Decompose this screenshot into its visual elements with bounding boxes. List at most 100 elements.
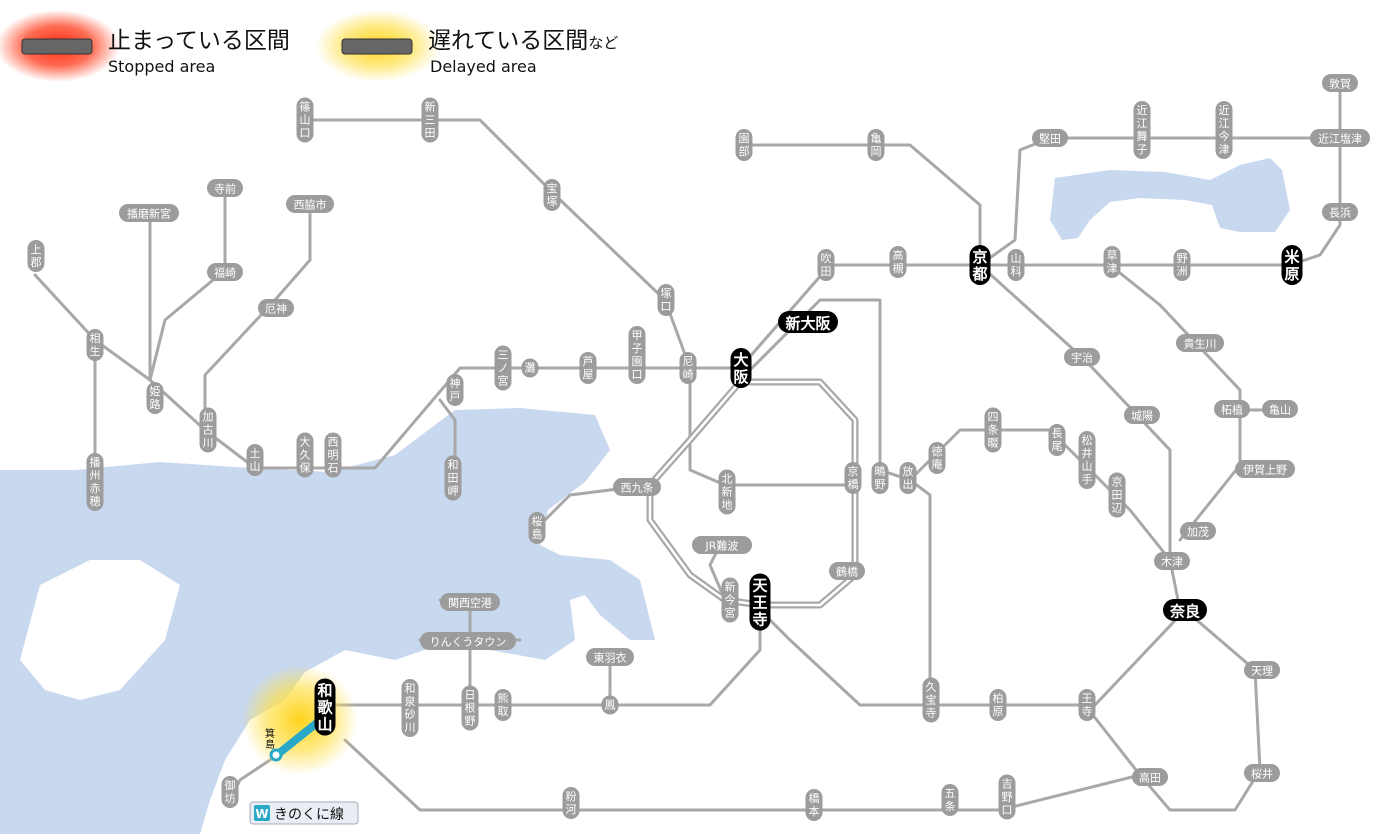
station-yamashina[interactable]: 山科 <box>1007 249 1025 281</box>
station-shigino[interactable]: 鴫野 <box>871 462 889 494</box>
station-gobo[interactable]: 御坊 <box>221 776 239 808</box>
station-teramae[interactable]: 寺前 <box>207 179 243 197</box>
station-pill <box>494 689 512 721</box>
station-nishikujo[interactable]: 西九条 <box>613 478 661 496</box>
station-kumatori[interactable]: 熊取 <box>494 689 512 721</box>
station-kamigori[interactable]: 上郡 <box>27 240 45 272</box>
station-kibukawa[interactable]: 貴生川 <box>1176 334 1224 352</box>
station-tsuruga[interactable]: 敦賀 <box>1322 74 1358 92</box>
station-label: 桜島 <box>532 514 543 541</box>
station-yakujin[interactable]: 厄神 <box>258 299 294 317</box>
station-nishiwakishi[interactable]: 西脇市 <box>286 195 334 213</box>
station-kansaiairport[interactable]: 関西空港 <box>440 593 500 611</box>
station-nara[interactable]: 奈良 <box>1163 599 1207 621</box>
station-tsukaguchi[interactable]: 塚口 <box>657 284 675 316</box>
station-nada[interactable]: 灘 <box>521 358 539 378</box>
station-nishiakashi[interactable]: 西明石 <box>324 432 342 478</box>
station-ashiya[interactable]: 芦屋 <box>579 352 597 384</box>
station-omiimazu[interactable]: 近江今津 <box>1215 101 1233 159</box>
station-katata[interactable]: 堅田 <box>1032 129 1068 147</box>
station-omimaiko[interactable]: 近江舞子 <box>1133 101 1151 159</box>
station-kyoto[interactable]: 京都 <box>969 245 991 285</box>
station-pill <box>586 648 634 666</box>
station-izumisunagawa[interactable]: 和泉砂川 <box>401 679 419 737</box>
station-takatsuki[interactable]: 高槻 <box>889 246 907 278</box>
station-sasayamaguchi[interactable]: 篠山口 <box>296 97 314 143</box>
station-shinsanda[interactable]: 新三田 <box>421 97 439 143</box>
station-banshuako[interactable]: 播州赤穂 <box>86 453 104 511</box>
station-koshienguchi[interactable]: 甲子園口 <box>628 326 646 384</box>
line-name: きのくに線 <box>274 807 344 823</box>
station-takada[interactable]: 高田 <box>1132 768 1168 786</box>
station-label: 西九条 <box>621 481 654 495</box>
station-kameoka[interactable]: 亀岡 <box>867 129 885 161</box>
station-tokuan[interactable]: 徳庵 <box>928 442 946 474</box>
station-kamo[interactable]: 加茂 <box>1180 522 1216 540</box>
station-fukusaki[interactable]: 福崎 <box>207 263 243 281</box>
station-label: 王寺 <box>1082 692 1093 718</box>
station-pill <box>86 329 104 361</box>
station-sakurajima[interactable]: 桜島 <box>528 512 546 544</box>
station-osaka[interactable]: 大阪 <box>730 348 752 388</box>
station-joyo[interactable]: 城陽 <box>1124 406 1160 424</box>
station-amagasaki[interactable]: 尼崎 <box>679 352 697 384</box>
station-label: 宇治 <box>1071 351 1093 365</box>
station-label: 北新地 <box>722 473 733 512</box>
station-kyotanabe[interactable]: 京田辺 <box>1108 472 1126 518</box>
station-wadamisaki[interactable]: 和田岬 <box>444 455 462 501</box>
station-kitashinchi[interactable]: 北新地 <box>718 469 736 515</box>
station-nagao[interactable]: 長尾 <box>1048 424 1066 456</box>
station-suita[interactable]: 吹田 <box>817 249 835 281</box>
station-pill <box>207 263 243 281</box>
station-wakayama[interactable]: 和歌山 <box>314 678 336 736</box>
station-otori[interactable]: 鳳 <box>601 695 619 715</box>
station-higashihagoromo[interactable]: 東羽衣 <box>586 648 634 666</box>
station-rinkuutown[interactable]: りんくうタウン <box>420 632 516 650</box>
station-okubo[interactable]: 大久保 <box>296 432 314 478</box>
station-tsuruhashi[interactable]: 鶴橋 <box>829 562 865 580</box>
station-dokyama[interactable]: 土山 <box>246 444 264 476</box>
station-shinimamiya[interactable]: 新今宮 <box>721 577 739 623</box>
station-kakogawa[interactable]: 加古川 <box>199 407 217 453</box>
station-shinosaka[interactable]: 新大阪 <box>778 311 838 333</box>
station-sonobe[interactable]: 園部 <box>735 129 753 161</box>
station-himeji[interactable]: 姫路 <box>146 382 164 414</box>
station-gojo[interactable]: 五条 <box>941 784 959 816</box>
station-maibara[interactable]: 米原 <box>1281 245 1303 285</box>
station-jrnamba[interactable]: JR難波 <box>692 536 752 554</box>
station-kyuhoji[interactable]: 久宝寺 <box>922 677 940 723</box>
station-sannomiya[interactable]: 三ノ宮 <box>494 345 512 391</box>
station-hineno[interactable]: 日根野 <box>461 685 479 731</box>
station-matsuiyamate[interactable]: 松井山手 <box>1078 431 1096 489</box>
station-label: 寺前 <box>214 182 236 196</box>
station-omishiotsu[interactable]: 近江塩津 <box>1310 129 1370 147</box>
station-kizu[interactable]: 木津 <box>1154 552 1190 570</box>
station-hanaten[interactable]: 放出 <box>899 462 917 494</box>
station-uji[interactable]: 宇治 <box>1064 348 1100 366</box>
station-kokawa[interactable]: 粉河 <box>562 787 580 819</box>
station-tenri[interactable]: 天理 <box>1244 661 1280 679</box>
station-sakurai[interactable]: 桜井 <box>1244 764 1280 782</box>
station-minoshima[interactable]: 箕島 <box>265 727 275 751</box>
station-yoshinoguchi[interactable]: 吉野口 <box>998 774 1016 820</box>
station-kyobashi[interactable]: 京橋 <box>844 462 862 494</box>
station-shijonawate[interactable]: 四条畷 <box>984 407 1002 453</box>
station-takarazuka[interactable]: 宝塚 <box>543 179 561 211</box>
line-nara <box>978 263 1182 612</box>
station-kameyama[interactable]: 亀山 <box>1262 400 1298 418</box>
station-pill <box>613 478 661 496</box>
station-kusatsu[interactable]: 草津 <box>1103 246 1121 278</box>
station-tsuge[interactable]: 柘植 <box>1214 400 1250 418</box>
station-kashiwara[interactable]: 柏原 <box>989 689 1007 721</box>
station-yasu[interactable]: 野洲 <box>1173 249 1191 281</box>
station-igaueno[interactable]: 伊賀上野 <box>1235 460 1295 478</box>
station-hashimoto[interactable]: 橋本 <box>805 789 823 821</box>
station-harimashingu[interactable]: 播磨新宮 <box>119 204 179 222</box>
station-tennoji[interactable]: 天王寺 <box>749 573 771 631</box>
station-oji[interactable]: 王寺 <box>1078 689 1096 721</box>
station-nagahama[interactable]: 長浜 <box>1322 203 1358 221</box>
station-aioi[interactable]: 相生 <box>86 329 104 361</box>
station-label: 亀山 <box>1269 403 1291 417</box>
station-kobe[interactable]: 神戸 <box>446 374 464 406</box>
